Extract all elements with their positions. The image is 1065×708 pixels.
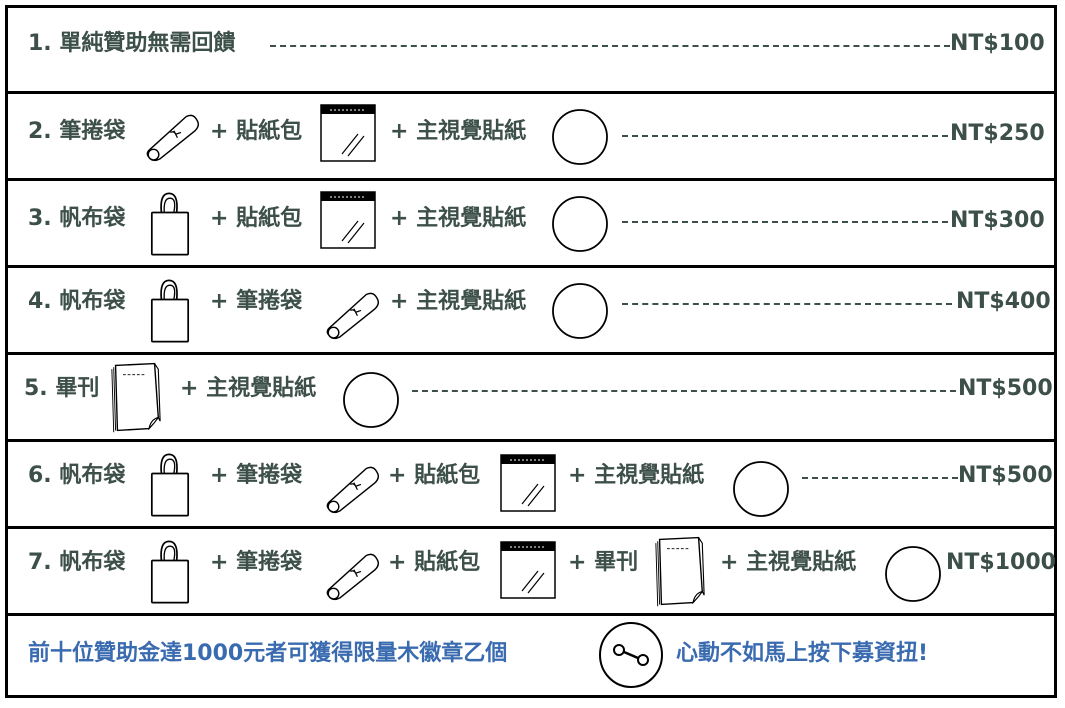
tier-7-item-sticker-pack: + 貼紙包 [388,550,481,575]
tier-row-2: 2. 筆捲袋 + 貼紙包 + 主視覺貼紙 NT$250 [8,94,1054,181]
tier-6-item-sticker-pack: + 貼紙包 [388,463,481,488]
tier-row-3: 3. 帆布袋 + 貼紙包 + 主視覺貼紙 NT$300 [8,181,1054,268]
tier-1-price: NT$100 [950,31,1045,56]
circle-sticker-icon [885,546,941,602]
footer-row: 前十位贊助金達1000元者可獲得限量木徽章乙個 心動不如馬上按下募資扭! [8,616,1054,695]
wood-badge-icon [599,622,663,688]
dotted-leader [622,135,948,137]
dotted-leader [622,303,952,305]
tier-2-item-sticker-pack: + 貼紙包 [210,119,303,144]
tier-6-item-pen-roll: + 筆捲袋 [210,463,303,488]
tier-3-item-main-sticker: + 主視覺貼紙 [390,206,527,231]
tier-2-price: NT$250 [950,121,1045,146]
tier-row-1: 1. 單純贊助無需回饋 NT$100 [8,8,1054,94]
tier-6-item-tote: 6. 帆布袋 [28,463,126,488]
pen-roll-icon [142,110,204,162]
circle-sticker-icon [552,109,608,165]
sticker-pack-icon [500,454,556,512]
pen-roll-icon [322,549,384,601]
sticker-pack-icon [500,541,556,599]
tier-row-4: 4. 帆布袋 + 筆捲袋 + 主視覺貼紙 NT$400 [8,268,1054,355]
tier-2-item-pen-roll: 2. 筆捲袋 [28,119,126,144]
tier-7-item-main-sticker: + 主視覺貼紙 [720,550,857,575]
tier-6-price: NT$500 [958,463,1053,488]
tier-4-item-pen-roll: + 筆捲袋 [210,289,303,314]
circle-sticker-icon [552,283,608,339]
tier-4-item-main-sticker: + 主視覺貼紙 [390,289,527,314]
dotted-leader [802,477,958,479]
tote-bag-icon [148,452,192,518]
booklet-icon [654,535,706,607]
tier-6-item-main-sticker: + 主視覺貼紙 [568,463,705,488]
sponsorship-tier-board: 1. 單純贊助無需回饋 NT$100 2. 筆捲袋 + 貼紙包 + 主視覺貼紙 … [5,5,1057,698]
tote-bag-icon [148,539,192,605]
dotted-leader [622,221,948,223]
tier-5-item-booklet: 5. 畢刊 [24,376,100,401]
circle-sticker-icon [552,196,608,252]
tier-7-price: NT$1000 [946,550,1056,575]
footer-bonus-text: 前十位贊助金達1000元者可獲得限量木徽章乙個 [28,641,508,666]
tier-3-price: NT$300 [950,208,1045,233]
tier-5-item-main-sticker: + 主視覺貼紙 [180,376,317,401]
tier-7-item-booklet: + 畢刊 [568,550,639,575]
tier-4-price: NT$400 [956,289,1051,314]
circle-sticker-icon [343,372,399,428]
tier-3-item-sticker-pack: + 貼紙包 [210,206,303,231]
tier-row-6: 6. 帆布袋 + 筆捲袋 + 貼紙包 + 主視覺貼紙 NT$500 [8,442,1054,529]
tier-7-item-pen-roll: + 筆捲袋 [210,550,303,575]
tier-7-item-tote: 7. 帆布袋 [28,550,126,575]
tote-bag-icon [148,191,192,257]
dotted-leader [412,390,956,392]
tier-3-item-tote: 3. 帆布袋 [28,206,126,231]
circle-sticker-icon [733,461,789,517]
tier-2-item-main-sticker: + 主視覺貼紙 [390,119,527,144]
pen-roll-icon [322,288,384,340]
sticker-pack-icon [320,191,376,249]
tier-row-5: 5. 畢刊 + 主視覺貼紙 NT$500 [8,355,1054,442]
tier-5-price: NT$500 [958,376,1053,401]
tier-row-7: 7. 帆布袋 + 筆捲袋 + 貼紙包 + 畢刊 + 主視覺貼紙 NT$1000 [8,529,1056,616]
footer-cta-text: 心動不如馬上按下募資扭! [676,641,929,666]
tote-bag-icon [148,278,192,344]
dotted-leader [270,45,950,47]
tier-4-item-tote: 4. 帆布袋 [28,289,126,314]
tier-1-label: 1. 單純贊助無需回饋 [28,31,236,56]
pen-roll-icon [322,462,384,514]
booklet-icon [110,361,162,433]
sticker-pack-icon [320,104,376,162]
